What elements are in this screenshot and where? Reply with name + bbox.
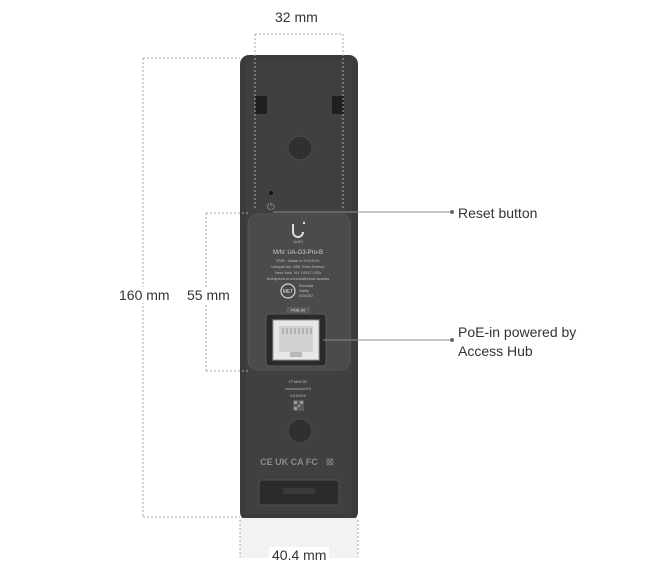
dim-bottom-width: 40.4 mm <box>269 547 330 563</box>
poe-callout-label: PoE-in powered by Access Hub <box>458 323 576 361</box>
reset-callout-label: Reset button <box>458 205 538 221</box>
poe-callout-dot <box>450 338 454 342</box>
reset-icon: ⏻ <box>267 202 275 213</box>
reset-button <box>269 191 273 195</box>
screw-hole-bottom <box>287 418 313 444</box>
met-mark-text: MET <box>283 289 294 295</box>
poe-callout-line-2: Access Hub <box>458 343 533 359</box>
bottom-slot-tab <box>283 488 315 494</box>
dim-plate-height: 55 mm <box>185 287 232 303</box>
label-line-4: techspecs.ui.com/unifi/door-access <box>267 276 329 281</box>
label-line-1: IP55 · Made in XXXXXX <box>276 258 319 263</box>
mount-slot-left <box>255 96 267 114</box>
callout-lines <box>273 211 452 341</box>
label-model: M/N: UA-G3-Pro-B <box>273 250 323 256</box>
mount-slot-right <box>332 96 344 114</box>
label-brand: UniFi <box>293 239 302 244</box>
poe-port <box>265 313 327 367</box>
label-line-3: New York, NY 10017 USA <box>275 270 322 275</box>
poe-callout-line-1: PoE-in powered by <box>458 324 577 340</box>
unifi-logo-icon <box>292 221 306 238</box>
screw-hole-top <box>287 135 313 161</box>
cert-marks: CE UK CA FC <box>260 457 318 467</box>
port-label-badge <box>286 307 310 313</box>
port-label: POE IN <box>291 308 305 313</box>
serial-line-2: xxxxxxxxxXXX <box>285 386 311 391</box>
met-line-3: E000052 <box>299 294 313 298</box>
label-line-2: Ubiquiti Inc. 685 Third Avenue <box>271 264 325 269</box>
weee-icon: ⊠ <box>326 457 334 468</box>
serial-line-1: FTMACID <box>289 379 307 384</box>
met-mark-icon <box>280 283 296 299</box>
dim-total-height: 160 mm <box>117 287 172 303</box>
dim-top-width: 32 mm <box>275 9 318 25</box>
serial-line-3: XXXXXX <box>290 393 306 398</box>
qr-code-icon <box>293 400 304 411</box>
met-line-1: Electrical <box>299 284 313 288</box>
reset-callout-dot <box>450 210 454 214</box>
met-line-2: Safety <box>299 289 309 293</box>
